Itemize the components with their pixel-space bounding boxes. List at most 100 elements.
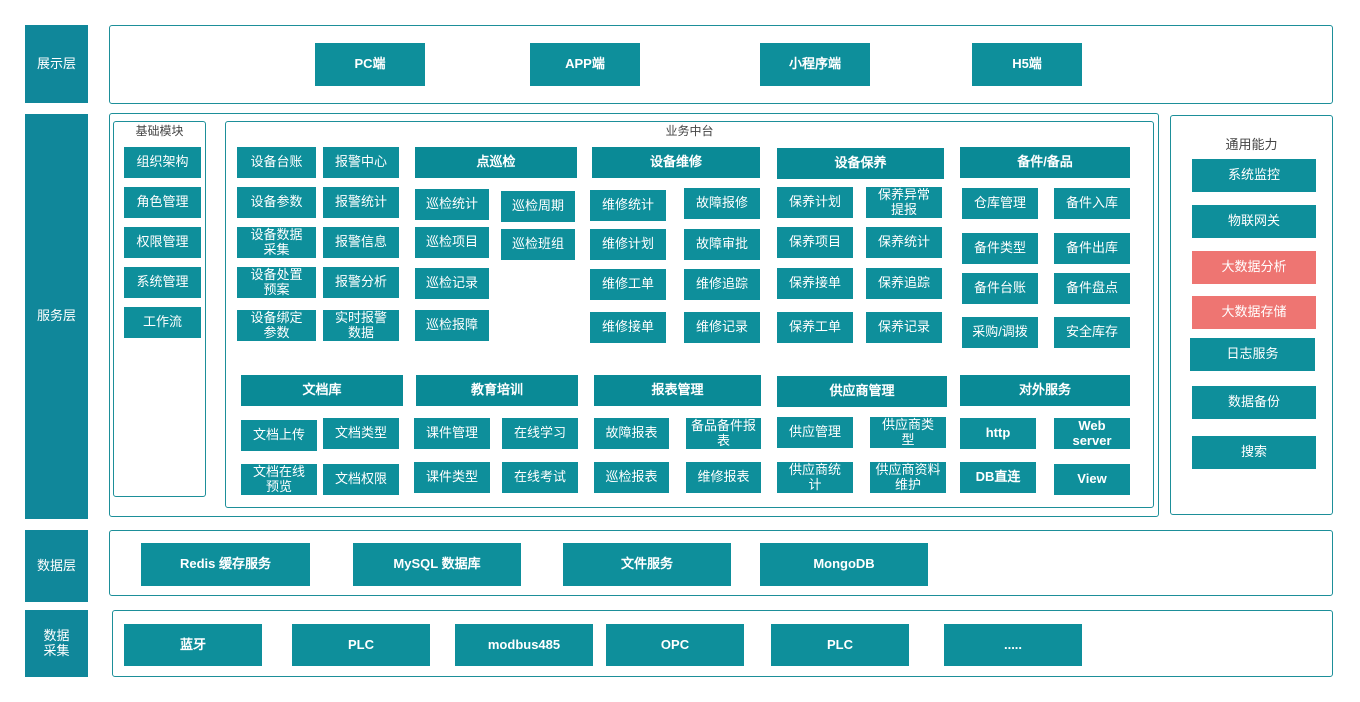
basic-item: 系统管理 xyxy=(124,267,201,298)
training-item: 课件类型 xyxy=(414,462,490,493)
device-ledger-item: 设备参数 xyxy=(237,187,316,218)
training-item: 课件管理 xyxy=(414,418,490,449)
training-item: 在线考试 xyxy=(502,462,578,493)
training-item: 在线学习 xyxy=(502,418,578,449)
training-header: 教育培训 xyxy=(416,375,578,406)
business-title: 业务中台 xyxy=(665,124,714,138)
supplier-item: 供应商统计 xyxy=(777,462,853,493)
inspection-item: 巡检记录 xyxy=(415,268,489,299)
reports-item: 故障报表 xyxy=(594,418,669,449)
inspection-item: 巡检周期 xyxy=(501,191,575,222)
spare-item: 安全库存 xyxy=(1054,317,1130,348)
external-item: http xyxy=(960,418,1036,449)
common-item: 物联网关 xyxy=(1192,205,1316,238)
display-app: APP端 xyxy=(530,43,640,86)
supplier-item: 供应商资料维护 xyxy=(870,462,946,493)
basic-module-frame xyxy=(113,121,206,497)
supplier-item: 供应管理 xyxy=(777,417,853,448)
reports-item: 维修报表 xyxy=(686,462,761,493)
docs-item: 文档在线预览 xyxy=(241,464,317,495)
data-item-redis: Redis 缓存服务 xyxy=(141,543,310,586)
maintenance-item: 维修记录 xyxy=(684,312,760,343)
business-frame xyxy=(225,121,1154,508)
collect-item: PLC xyxy=(771,624,909,666)
common-title: 通用能力 xyxy=(1225,137,1278,152)
layer-label-collect: 数据采集 xyxy=(25,610,88,677)
upkeep-item: 保养记录 xyxy=(866,312,942,343)
upkeep-item: 保养接单 xyxy=(777,268,853,299)
basic-module-title: 基础模块 xyxy=(135,124,184,138)
external-item: DB直连 xyxy=(960,462,1036,493)
docs-item: 文档上传 xyxy=(241,420,317,451)
inspection-item: 巡检班组 xyxy=(501,229,575,260)
data-item-mongodb: MongoDB xyxy=(760,543,928,586)
reports-item: 备品备件报表 xyxy=(686,418,761,449)
spare-item: 采购/调拨 xyxy=(962,317,1038,348)
device-ledger-text: 设备数据采集 xyxy=(250,226,303,257)
spare-item: 备件出库 xyxy=(1054,233,1130,264)
reports-item: 巡检报表 xyxy=(594,462,669,493)
common-item-highlight: 大数据分析 xyxy=(1192,251,1316,284)
inspection-item: 巡检统计 xyxy=(415,189,489,220)
supplier-text: 供应商资料维护 xyxy=(875,461,941,492)
data-item-file: 文件服务 xyxy=(563,543,731,586)
common-item: 日志服务 xyxy=(1190,338,1315,371)
reports-text: 备品备件报表 xyxy=(690,417,756,448)
docs-text: 文档在线预览 xyxy=(252,463,305,494)
display-h5: H5端 xyxy=(972,43,1082,86)
upkeep-item: 保养追踪 xyxy=(866,268,942,299)
basic-item: 角色管理 xyxy=(124,187,201,218)
external-item: Web server xyxy=(1054,418,1130,449)
display-miniprogram: 小程序端 xyxy=(760,43,870,86)
docs-item: 文档权限 xyxy=(323,464,399,495)
device-ledger-item: 设备处置预案 xyxy=(237,267,316,298)
common-item: 系统监控 xyxy=(1192,159,1316,192)
spare-item: 仓库管理 xyxy=(962,188,1038,219)
upkeep-item: 保养工单 xyxy=(777,312,853,343)
supplier-header: 供应商管理 xyxy=(777,376,947,407)
alarm-item: 实时报警数据 xyxy=(323,310,399,341)
maintenance-item: 维修计划 xyxy=(590,229,666,260)
device-ledger-item: 设备台账 xyxy=(237,147,316,178)
external-header: 对外服务 xyxy=(960,375,1130,406)
basic-item: 组织架构 xyxy=(124,147,201,178)
common-item: 数据备份 xyxy=(1192,386,1316,419)
inspection-item: 巡检项目 xyxy=(415,227,489,258)
layer-label-collect-text: 数据采集 xyxy=(43,627,70,658)
supplier-item: 供应商类型 xyxy=(870,417,946,448)
common-frame xyxy=(1170,115,1333,515)
collect-item: ..... xyxy=(944,624,1082,666)
display-pc: PC端 xyxy=(315,43,425,86)
external-text: Web server xyxy=(1072,417,1112,448)
docs-header: 文档库 xyxy=(241,375,403,406)
alarm-text: 实时报警数据 xyxy=(334,309,387,340)
layer-label-data: 数据层 xyxy=(25,530,88,602)
alarm-item: 报警分析 xyxy=(323,267,399,298)
collect-item: 蓝牙 xyxy=(124,624,262,666)
display-layer-frame xyxy=(109,25,1333,104)
device-ledger-text: 设备处置预案 xyxy=(250,266,303,297)
common-item-highlight: 大数据存储 xyxy=(1192,296,1316,329)
maintenance-header: 设备维修 xyxy=(592,147,760,178)
spare-item: 备件盘点 xyxy=(1054,273,1130,304)
alarm-item: 报警中心 xyxy=(323,147,399,178)
supplier-text: 供应商统计 xyxy=(788,461,841,492)
data-item-mysql: MySQL 数据库 xyxy=(353,543,521,586)
spare-item: 备件类型 xyxy=(962,233,1038,264)
collect-item: modbus485 xyxy=(455,624,593,666)
upkeep-item: 保养项目 xyxy=(777,227,853,258)
common-item: 搜索 xyxy=(1192,436,1316,469)
reports-header: 报表管理 xyxy=(594,375,761,406)
maintenance-item: 故障报修 xyxy=(684,188,760,219)
basic-item: 权限管理 xyxy=(124,227,201,258)
maintenance-item: 维修统计 xyxy=(590,190,666,221)
upkeep-item: 保养统计 xyxy=(866,227,942,258)
upkeep-item: 保养计划 xyxy=(777,187,853,218)
device-ledger-item: 设备数据采集 xyxy=(237,227,316,258)
device-ledger-text: 设备绑定参数 xyxy=(250,309,303,340)
external-item: View xyxy=(1054,464,1130,495)
inspection-item: 巡检报障 xyxy=(415,310,489,341)
layer-label-service: 服务层 xyxy=(25,114,88,519)
inspection-header: 点巡检 xyxy=(415,147,577,178)
collect-item: OPC xyxy=(606,624,744,666)
